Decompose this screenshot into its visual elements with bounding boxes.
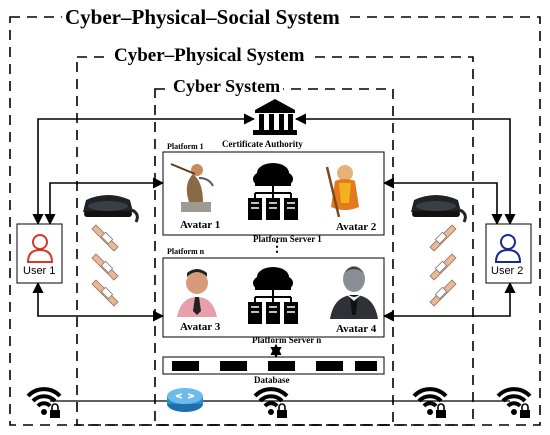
- certificate-authority-icon: [253, 99, 297, 135]
- vr-headset-icon: [81, 193, 139, 224]
- avatar-1-figure: [170, 163, 214, 212]
- wearable-arm-icon: [91, 279, 119, 307]
- database-label: Database: [254, 375, 290, 385]
- avatar-4-figure: [330, 266, 378, 319]
- avatar-3-figure: [177, 269, 217, 317]
- user-2-box: [485, 223, 532, 284]
- user-1-icon: [26, 234, 54, 263]
- cyber-title: Cyber System: [170, 77, 284, 95]
- avatar-2-figure: [325, 165, 359, 218]
- platform-links: [32, 177, 516, 359]
- cyber-physical-title: Cyber–Physical System: [111, 46, 308, 65]
- user-2-icon: [494, 234, 522, 263]
- avatar-1-label: Avatar 1: [180, 219, 221, 231]
- avatar-4-label: Avatar 4: [336, 323, 377, 335]
- wearable-arm-icon: [91, 253, 119, 281]
- user-2-label: User 2: [491, 265, 524, 277]
- user-1-label: User 1: [23, 265, 56, 277]
- wearable-arm-icon: [429, 279, 457, 307]
- wifi-lock-icon: [496, 387, 532, 420]
- wifi-lock-icon: [412, 387, 448, 420]
- database-bar: [162, 356, 385, 375]
- avatar-3-label: Avatar 3: [180, 321, 221, 333]
- wearable-arm-icon: [91, 224, 119, 252]
- platform-server-n-label: Platform Server n: [252, 335, 322, 345]
- vr-headset-icon: [409, 193, 467, 224]
- platform-1-label: Platform 1: [167, 142, 204, 151]
- wearable-arm-icon: [429, 253, 457, 281]
- platform-n-label: Platform n: [167, 247, 205, 256]
- platform-server-1-label: Platform Server 1: [253, 234, 322, 244]
- cyber-physical-social-title: Cyber–Physical–Social System: [62, 7, 343, 28]
- wearable-arm-icon: [429, 224, 457, 252]
- router-icon: [167, 388, 203, 412]
- certificate-authority-label: Certificate Authority: [222, 139, 303, 149]
- user-1-box: [16, 223, 63, 284]
- cps-boundary: [76, 56, 474, 426]
- wifi-lock-icon: [26, 387, 62, 420]
- ca-links: [32, 113, 516, 226]
- avatar-2-label: Avatar 2: [336, 221, 377, 233]
- more-platforms-ellipsis: ⋮: [270, 240, 284, 255]
- wifi-lock-icon: [253, 387, 289, 420]
